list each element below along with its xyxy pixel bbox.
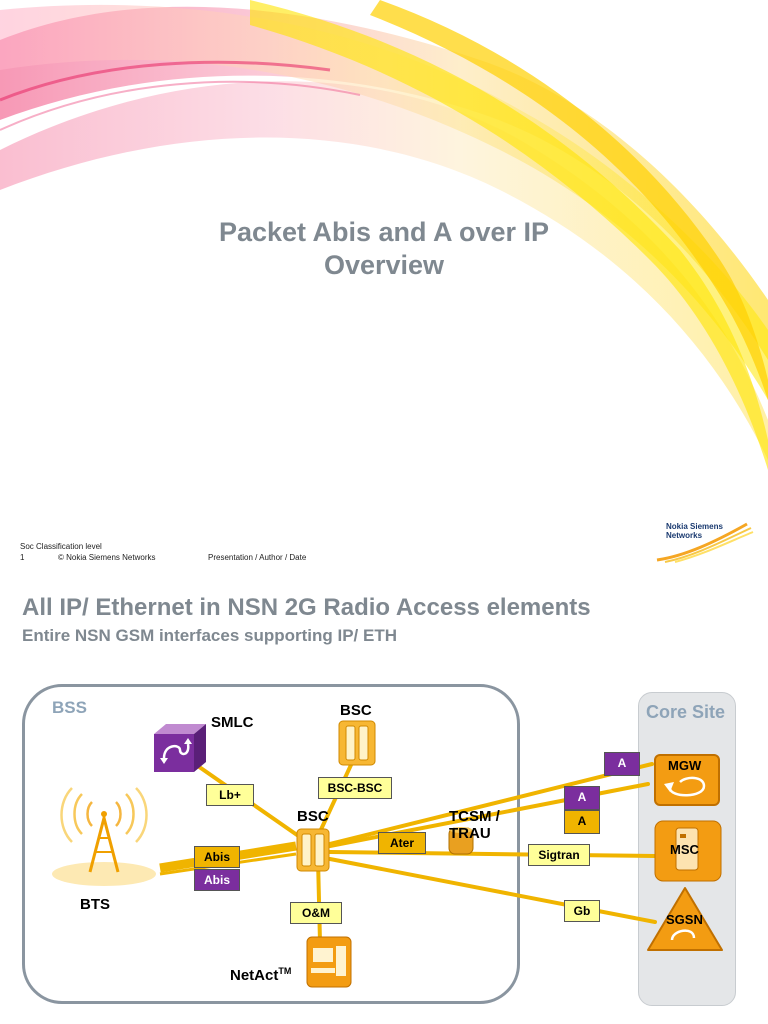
link-bsc-mgw-a: [328, 762, 654, 846]
core-site-label: Core Site: [646, 702, 726, 722]
om-interface-label: O&M: [290, 902, 342, 924]
sigtran-interface-label: Sigtran: [528, 844, 590, 866]
netact-trademark: TM: [278, 966, 292, 976]
bsc-top-label: BSC: [340, 702, 372, 719]
title-line-1: Packet Abis and A over IP: [218, 217, 550, 247]
lb-interface-label: Lb+: [206, 784, 254, 806]
abis-tdm-label: Abis: [194, 869, 240, 891]
netact-icon: [306, 936, 352, 988]
a-interface-label-low: A: [564, 810, 600, 834]
gb-interface-label: Gb: [564, 900, 600, 922]
mgw-label: MGW: [668, 758, 702, 773]
bss-boundary: [22, 684, 520, 1004]
link-bsc-netact: [316, 857, 322, 944]
a-interface-label-top: A: [604, 752, 640, 776]
slide-subheading: Entire NSN GSM interfaces supporting IP/…: [22, 626, 397, 645]
title-slide: Packet Abis and A over IP Overview Soc C…: [0, 0, 768, 563]
footer-meta: Presentation / Author / Date: [208, 553, 307, 562]
tcsm-label-line-2: TRAU: [449, 825, 491, 842]
smlc-icon: [154, 724, 206, 772]
bsc-main-icon: [296, 828, 330, 872]
tcsm-icon: [448, 827, 474, 855]
smlc-label: SMLC: [211, 714, 254, 731]
sgsn-icon: [647, 887, 723, 951]
netact-label: NetActTM: [230, 966, 291, 984]
mgw-icon: [654, 754, 720, 806]
a-interface-label-mid: A: [564, 786, 600, 810]
footer-copyright: © Nokia Siemens Networks: [58, 553, 156, 562]
ater-interface-label: Ater: [378, 832, 426, 854]
abis-ip-label: Abis: [194, 846, 240, 868]
msc-label: MSC: [670, 842, 699, 857]
footer-page-number: 1: [20, 553, 25, 562]
netact-name: NetAct: [230, 967, 279, 984]
bss-label: BSS: [52, 698, 87, 717]
bsc-bsc-interface-label: BSC-BSC: [318, 777, 392, 799]
slide-heading: All IP/ Ethernet in NSN 2G Radio Access …: [22, 594, 591, 621]
logo-line-2: Networks: [666, 531, 703, 540]
bts-tower-icon: [52, 787, 156, 886]
bsc-main-label: BSC: [297, 808, 329, 825]
nsn-logo-text: Nokia Siemens Networks: [666, 522, 723, 540]
nsn-logo-swoosh-icon: [656, 522, 754, 563]
footer-classification: Soc Classification level: [20, 542, 102, 551]
tcsm-label-line-1: TCSM /: [449, 808, 500, 825]
bts-label: BTS: [80, 896, 110, 913]
msc-icon: [654, 820, 722, 882]
slide-title: Packet Abis and A over IP Overview: [0, 216, 768, 282]
decorative-swoosh: [0, 0, 768, 470]
tcsm-label: TCSM / TRAU: [449, 808, 500, 842]
link-bsc-sgsn: [328, 857, 657, 924]
diagram-slide: All IP/ Ethernet in NSN 2G Radio Access …: [0, 574, 768, 1024]
logo-line-1: Nokia Siemens: [666, 522, 723, 531]
title-line-2: Overview: [323, 250, 445, 280]
bsc-top-icon: [338, 720, 376, 766]
sgsn-label: SGSN: [666, 912, 703, 927]
